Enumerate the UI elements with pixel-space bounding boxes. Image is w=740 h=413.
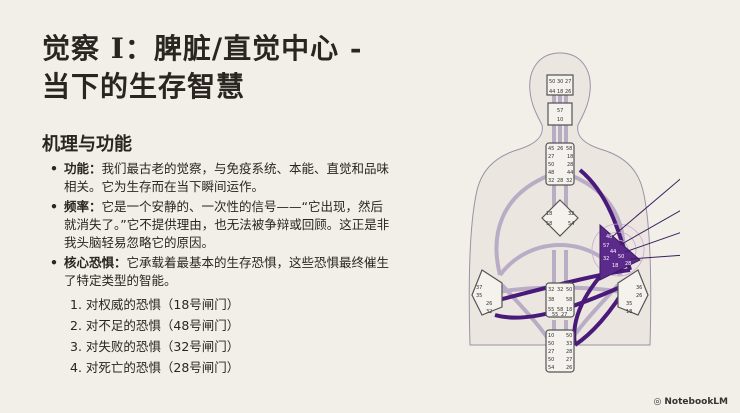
gate-label: 26 — [565, 89, 571, 95]
gate-label: 28 — [567, 162, 573, 168]
gate-label: 36 — [636, 285, 642, 291]
gate-label: 18 — [626, 309, 632, 315]
left-center — [471, 269, 503, 316]
gate-label: 30 — [557, 79, 563, 85]
gate-label: 26 — [557, 146, 563, 152]
head-center — [546, 74, 574, 96]
gate-label: 38 — [548, 297, 554, 303]
bullet-label: 功能： — [64, 161, 102, 176]
bullet-text: 它是一个安静的、一次性的信号——“它出现，然后就消失了。”它不提供理由，也无法被… — [64, 199, 390, 250]
bullet-list: 功能：我们最古老的觉察，与免疫系统、本能、直觉和品味相关。它为生存而在当下瞬间运… — [50, 160, 390, 380]
gate-label: 27 — [565, 79, 571, 85]
gate-label: 27 — [566, 357, 572, 363]
gate-label: 48 — [606, 234, 612, 240]
gate-label: 54 — [548, 365, 554, 371]
bullet-function: 功能：我们最古老的觉察，与免疫系统、本能、直觉和品味相关。它为生存而在当下瞬间运… — [50, 160, 390, 196]
gate-label: 50 — [548, 341, 554, 347]
gate-label: 28 — [557, 178, 563, 184]
title-line-1: 觉察 I：脾脏/直觉中心 - — [42, 32, 363, 65]
gate-label: 32 — [568, 211, 574, 217]
gate-label: 26 — [636, 293, 642, 299]
gate-label: 44 — [610, 249, 616, 255]
bullet-text: 我们最古老的觉察，与免疫系统、本能、直觉和品味相关。它为生存而在当下瞬间运作。 — [64, 161, 390, 194]
gate-label: 26 — [486, 301, 492, 307]
gate-label: 32 — [557, 287, 563, 293]
spleen-center — [599, 223, 641, 281]
gate-label: 37 — [476, 285, 482, 291]
brand-watermark: ◎ NotebookLM — [654, 397, 728, 407]
bullet-label: 频率： — [64, 199, 102, 214]
gate-label: 18 — [567, 154, 573, 160]
gate-label: 32 — [566, 178, 572, 184]
spleen-gate-labels: 48 57 44 50 32 28 18 — [603, 234, 631, 269]
gate-label: 28 — [625, 261, 631, 267]
root-center — [545, 329, 575, 373]
gate-label: 28 — [566, 349, 572, 355]
gate-label: 44 — [549, 89, 555, 95]
gate-label: 50 — [549, 79, 555, 85]
fear-list: 1. 对权威的恐惧（18号闸门） 2. 对不足的恐惧（48号闸门） 3. 对失败… — [64, 294, 390, 378]
gate-label: 27 — [548, 154, 554, 160]
gate-label: 50 — [548, 162, 554, 168]
gate-label: 18 — [566, 307, 572, 313]
fear-item: 3. 对失败的恐惧（32号闸门） — [70, 339, 240, 354]
gate-label: 55 — [552, 312, 558, 318]
gate-label: 32 — [603, 256, 609, 262]
bullet-text: 它承载着最基本的生存恐惧，这些恐惧最终催生了特定类型的智能。 — [64, 255, 390, 288]
gate-label: 18 — [557, 89, 563, 95]
bullet-label: 核心恐惧： — [64, 255, 127, 270]
gate-label: 57 — [603, 243, 609, 249]
gate-label: 54 — [568, 221, 574, 227]
bullet-frequency: 频率：它是一个安静的、一次性的信号——“它出现，然后就消失了。”它不提供理由，也… — [50, 198, 390, 252]
gate-label: 27 — [561, 312, 567, 318]
gate-label: 32 — [548, 287, 554, 293]
fear-item: 2. 对不足的恐惧（48号闸门） — [70, 318, 240, 333]
right-center — [617, 269, 649, 316]
page-title: 觉察 I：脾脏/直觉中心 - 当下的生存智慧 — [42, 30, 362, 106]
sacral-center — [545, 282, 575, 318]
gate-label: 50 — [618, 254, 624, 260]
callout-arrows — [611, 178, 680, 260]
gate-label: 58 — [546, 221, 552, 227]
g-center — [541, 199, 579, 237]
gate-label: 57 — [557, 108, 563, 114]
gate-label: 58 — [566, 146, 572, 152]
gate-label: 26 — [566, 365, 572, 371]
gate-label: 50 — [548, 357, 554, 363]
title-line-2: 当下的生存智慧 — [42, 70, 246, 103]
fear-item: 4. 对死亡的恐惧（28号闸门） — [70, 360, 240, 375]
gate-label: 18 — [612, 263, 618, 269]
throat-center — [545, 142, 575, 186]
gate-label: 58 — [566, 297, 572, 303]
ajna-center — [547, 102, 573, 126]
gate-label: 58 — [557, 307, 563, 313]
gate-label: 45 — [548, 146, 554, 152]
gate-label: 55 — [548, 307, 554, 313]
gate-label: 27 — [548, 349, 554, 355]
brand-name: NotebookLM — [664, 397, 728, 407]
gate-label: 35 — [476, 293, 482, 299]
gate-label: 35 — [626, 301, 632, 307]
section-heading: 机理与功能 — [42, 134, 132, 155]
gate-label: 10 — [557, 117, 563, 123]
gate-label: 18 — [546, 211, 552, 217]
gate-label: 33 — [566, 341, 572, 347]
gate-label: 32 — [486, 309, 492, 315]
gate-labels: 50 30 27 44 18 26 57 10 45 26 58 27 50 4… — [476, 79, 642, 371]
bodygraph-diagram: 48 57 44 50 32 28 18 50 30 27 44 18 26 5… — [468, 52, 680, 373]
gate-label: 32 — [548, 178, 554, 184]
centers — [471, 74, 649, 373]
bullet-core-fear: 核心恐惧：它承载着最基本的生存恐惧，这些恐惧最终催生了特定类型的智能。 1. 对… — [50, 254, 390, 378]
gate-label: 48 — [548, 170, 554, 176]
notebooklm-logo-icon: ◎ — [653, 397, 662, 407]
fear-item: 1. 对权威的恐惧（18号闸门） — [70, 297, 240, 312]
gate-label: 44 — [567, 170, 573, 176]
gate-label: 10 — [548, 333, 554, 339]
gate-label: 50 — [566, 287, 572, 293]
gate-label: 50 — [566, 333, 572, 339]
